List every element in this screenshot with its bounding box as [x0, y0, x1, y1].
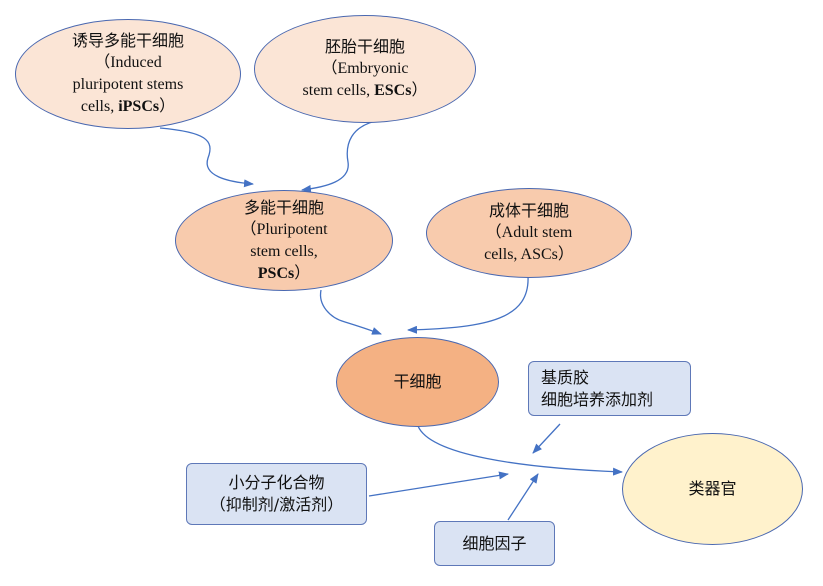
cytokine-box: 细胞因子	[434, 521, 555, 566]
matrix-supplement-box: 基质胶 细胞培养添加剂	[528, 361, 691, 416]
psc-en-line1: （Pluripotent	[240, 220, 328, 238]
psc-en-line3: PSCs）	[258, 263, 310, 285]
esc-en-prefix: stem cells,	[302, 82, 375, 99]
asc-en-line2: cells, ASCs）	[484, 246, 574, 263]
ipsc-abbrev: iPSCs	[118, 98, 160, 115]
organoid-node: 类器官	[622, 433, 803, 545]
organoid-label: 类器官	[688, 479, 737, 498]
cytokine-label: 细胞因子	[462, 533, 527, 553]
arrow-esc-to-psc	[301, 119, 382, 193]
ipsc-en-suffix: ）	[159, 98, 176, 115]
esc-en-line2: stem cells, ESCs）	[303, 80, 428, 102]
psc-en-line2: stem cells,	[250, 242, 318, 260]
arrow-cytokine-to-junction	[507, 473, 539, 521]
arrow-asc-to-stem	[407, 275, 529, 334]
psc-abbrev: PSCs	[257, 264, 295, 282]
ipsc-title: 诱导多能干细胞	[71, 31, 184, 50]
arrow-stem-to-organoid	[417, 425, 623, 476]
esc-title: 胚胎干细胞	[324, 37, 405, 56]
psc-en-suffix: ）	[294, 264, 311, 282]
ipsc-en-line1: （Induced	[94, 54, 162, 71]
stem-cell-node: 干细胞	[336, 337, 499, 427]
supplement-label: 细胞培养添加剂	[541, 389, 654, 409]
asc-en-line1: （Adult stem	[485, 224, 573, 241]
arrow-matrix-to-junction	[532, 423, 561, 454]
asc-node: 成体干细胞 （Adult stem cells, ASCs）	[426, 188, 632, 278]
esc-en-suffix: ）	[411, 82, 428, 99]
asc-title: 成体干细胞	[488, 201, 569, 220]
ipsc-en-line2: pluripotent stems	[72, 76, 184, 93]
ipsc-node: 诱导多能干细胞 （Induced pluripotent stems cells…	[15, 19, 241, 129]
esc-abbrev: ESCs	[374, 82, 412, 99]
psc-node: 多能干细胞 （Pluripotent stem cells, PSCs）	[175, 190, 393, 291]
matrix-label: 基质胶	[541, 367, 590, 387]
inhibitor-activator-label: （抑制剂/激活剂）	[209, 495, 344, 514]
psc-title: 多能干细胞	[243, 197, 324, 217]
esc-node: 胚胎干细胞 （Embryonic stem cells, ESCs）	[254, 15, 476, 123]
esc-en-line1: （Embryonic	[321, 60, 409, 77]
arrow-psc-to-stem	[319, 289, 382, 335]
arrow-ipsc-to-psc	[159, 127, 254, 188]
small-molecule-label: 小分子化合物	[228, 473, 325, 492]
arrow-small-molecule-to-junction	[368, 471, 509, 497]
small-molecule-box: 小分子化合物 （抑制剂/激活剂）	[186, 463, 367, 525]
ipsc-en-prefix: cells,	[80, 98, 119, 115]
stem-cell-label: 干细胞	[393, 372, 442, 391]
ipsc-en-line3: cells, iPSCs）	[81, 96, 175, 118]
